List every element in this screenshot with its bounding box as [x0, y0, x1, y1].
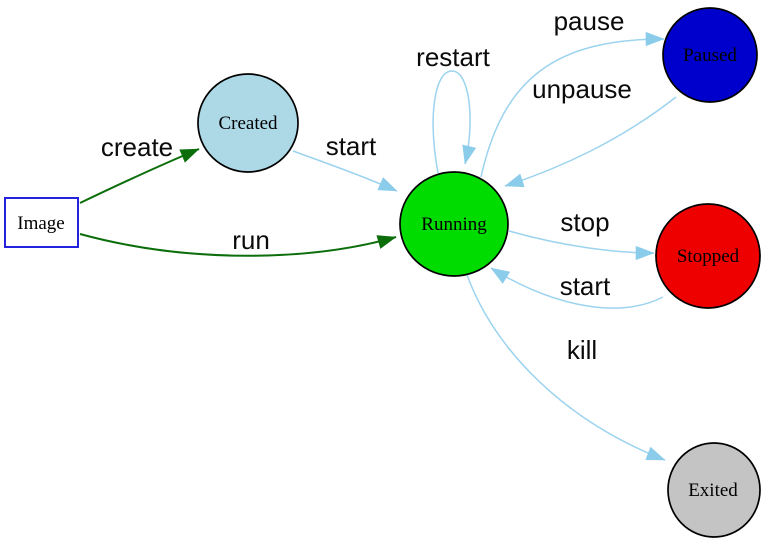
edge-unpause [504, 96, 677, 188]
edge-run [79, 233, 397, 257]
edge-label-create: create [101, 132, 173, 162]
node-running: Running [399, 171, 509, 277]
edge-start-created-running [292, 150, 398, 192]
edges [79, 31, 677, 461]
edge-label-kill: kill [567, 335, 597, 365]
edge-label-start-2: start [560, 271, 611, 301]
edge-label-unpause: unpause [532, 74, 632, 104]
edge-pause [480, 31, 665, 178]
edge-labels: create run start restart pause unpause s… [101, 6, 632, 365]
edge-label-stop: stop [560, 207, 609, 237]
created-ellipse [197, 73, 299, 173]
edge-create [79, 148, 200, 204]
paused-ellipse [662, 7, 758, 103]
node-label-image: Image [17, 213, 64, 234]
nodes: Image Created Running Paused Stopped Exi [4, 7, 761, 538]
node-paused: Paused [662, 7, 758, 103]
node-label-running: Running [421, 214, 487, 235]
node-label-exited: Exited [688, 480, 738, 501]
edge-kill [466, 274, 666, 461]
node-label-created: Created [218, 113, 278, 134]
node-label-paused: Paused [683, 45, 737, 66]
exited-ellipse [667, 442, 761, 538]
image-rect-border [4, 197, 79, 248]
edge-label-restart: restart [416, 42, 490, 72]
edge-stop [508, 230, 655, 261]
node-image: Image [4, 197, 79, 248]
node-created: Created [197, 73, 299, 173]
node-label-stopped: Stopped [677, 246, 740, 267]
edge-start-stopped-running [490, 267, 664, 309]
edge-label-run: run [232, 225, 270, 255]
edge-restart-self-loop [432, 70, 477, 174]
node-exited: Exited [667, 442, 761, 538]
edge-label-start-1: start [326, 131, 377, 161]
stopped-ellipse [655, 203, 761, 309]
edge-label-pause: pause [554, 6, 625, 36]
node-stopped: Stopped [655, 203, 761, 309]
running-ellipse [399, 171, 509, 277]
